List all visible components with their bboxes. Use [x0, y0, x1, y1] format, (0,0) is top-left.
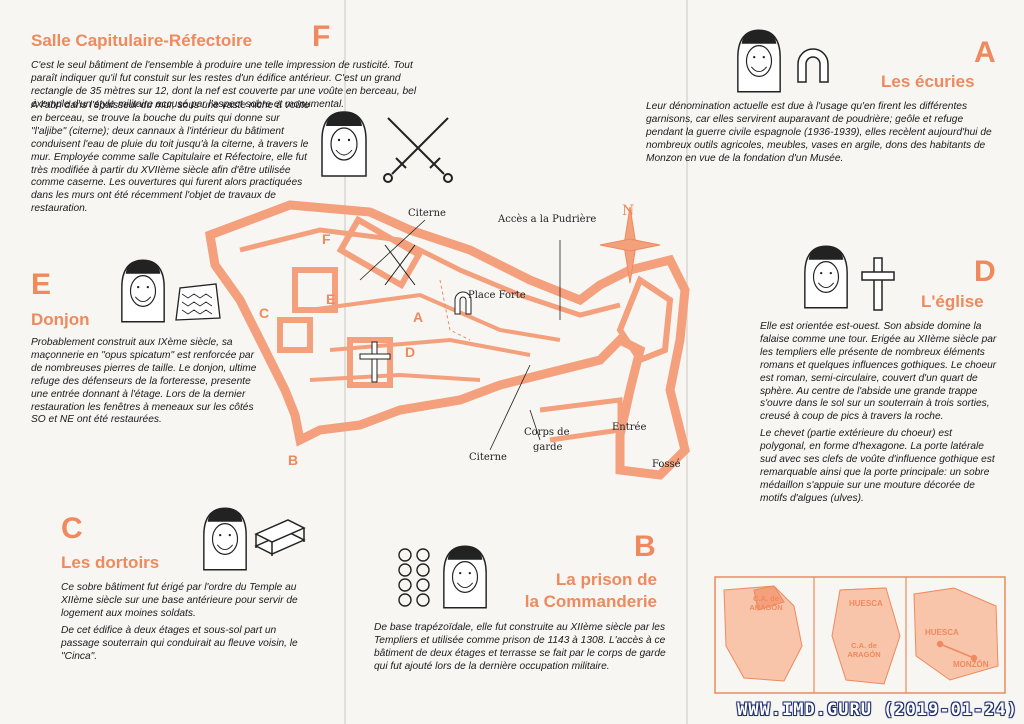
- region-label-huesca-1: HUESCA: [849, 599, 883, 608]
- region-maps: [714, 576, 1006, 694]
- section-f-p1: C'est le seul bâtiment de l'ensemble à p…: [31, 60, 417, 110]
- region-label-aragon-2: C.A. de ARAGÓN: [847, 641, 881, 659]
- section-a-text: Leur dénomination actuelle est due à l'u…: [646, 101, 992, 164]
- prison-grille-icon: [398, 548, 430, 607]
- map-letter-f: F: [322, 231, 331, 247]
- section-c-text: Ce sobre bâtiment fut érigé par l'ordre …: [61, 582, 317, 667]
- section-a-title: Les écuries: [881, 72, 975, 91]
- map-label-place-forte: Place Forte: [468, 290, 526, 301]
- map-letter-a: A: [413, 309, 424, 325]
- section-c-letter: C: [61, 512, 83, 545]
- castle-map: [204, 200, 690, 480]
- map-letter-d: D: [405, 344, 416, 360]
- section-f-letter: F: [312, 20, 331, 53]
- section-d-letter: D: [974, 255, 996, 288]
- section-d-text: Elle est orientée est-ouest. Son abside …: [760, 321, 998, 510]
- fold-line-left: [344, 0, 346, 724]
- map-letter-b: B: [288, 452, 299, 468]
- map-label-corps-de-garde-1: Corps de: [524, 427, 570, 438]
- section-b-letter: B: [634, 530, 656, 563]
- section-d-p2: Le chevet (partie extérieure du choeur) …: [760, 428, 995, 504]
- horseshoe-icon: [797, 48, 829, 83]
- section-b-text: De base trapézoïdale, elle fut construit…: [374, 622, 666, 672]
- section-d-title: L'église: [921, 292, 984, 311]
- ghost-text-castillo: [40, 445, 57, 508]
- section-f-p2: À l'abri dans l'épaisseur du mur, sous u…: [31, 100, 310, 215]
- region-label-aragon-1: C.A. de ARAGÓN: [749, 594, 783, 612]
- map-label-entree: Entrée: [612, 422, 647, 433]
- map-label-citerne-bottom: Citerne: [469, 452, 507, 463]
- section-f-title: Salle Capitulaire-Réfectoire: [31, 31, 253, 50]
- watermark: WWW.IMD.GURU (2019-01-24): [737, 700, 1018, 720]
- bunk-bed-icon: [254, 519, 306, 556]
- section-e-title: Donjon: [31, 310, 90, 329]
- middle-panel: [345, 0, 685, 724]
- templar-head-icon: [321, 111, 367, 177]
- section-c-p1: Ce sobre bâtiment fut érigé par l'ordre …: [61, 582, 298, 619]
- left-panel: [0, 0, 345, 724]
- map-label-corps-de-garde-2: garde: [533, 442, 563, 453]
- donjon-stone-icon: [175, 283, 221, 321]
- map-label-citerne-top: Citerne: [408, 208, 446, 219]
- crossed-swords-icon: [383, 117, 453, 183]
- section-c-p2: De cet édifice à deux étages et sous-sol…: [61, 624, 298, 662]
- templar-head-icon-a: [737, 29, 781, 93]
- templar-head-icon-b: [443, 545, 487, 609]
- section-f-text-2: À l'abri dans l'épaisseur du mur, sous u…: [31, 100, 314, 220]
- region-label-huesca-2: HUESCA: [925, 628, 959, 637]
- map-label-pudriere: Accès a la Pudrière: [498, 214, 597, 225]
- cross-icon: [861, 257, 895, 311]
- section-b-title-2: la Commanderie: [524, 592, 657, 611]
- region-label-monzon: MONZÓN: [953, 660, 989, 669]
- map-label-fosse: Fossé: [652, 459, 681, 470]
- section-a-letter: A: [974, 36, 996, 69]
- section-e-text: Probablement construit aux IXème siècle,…: [31, 337, 257, 426]
- section-f-text: C'est le seul bâtiment de l'ensemble à p…: [31, 60, 439, 116]
- map-letter-e: E: [326, 291, 336, 307]
- map-letter-c: C: [259, 305, 270, 321]
- templar-head-icon-e: [121, 259, 165, 323]
- fold-line-right: [686, 0, 688, 724]
- section-b-title-1: La prison de: [555, 570, 657, 589]
- section-d-p1: Elle est orientée est-ouest. Son abside …: [760, 321, 997, 423]
- section-e-letter: E: [31, 268, 52, 301]
- templar-head-icon-d: [804, 245, 848, 309]
- templar-head-icon-c: [203, 507, 247, 571]
- section-c-title: Les dortoirs: [61, 553, 160, 572]
- map-north-label: N: [622, 203, 635, 219]
